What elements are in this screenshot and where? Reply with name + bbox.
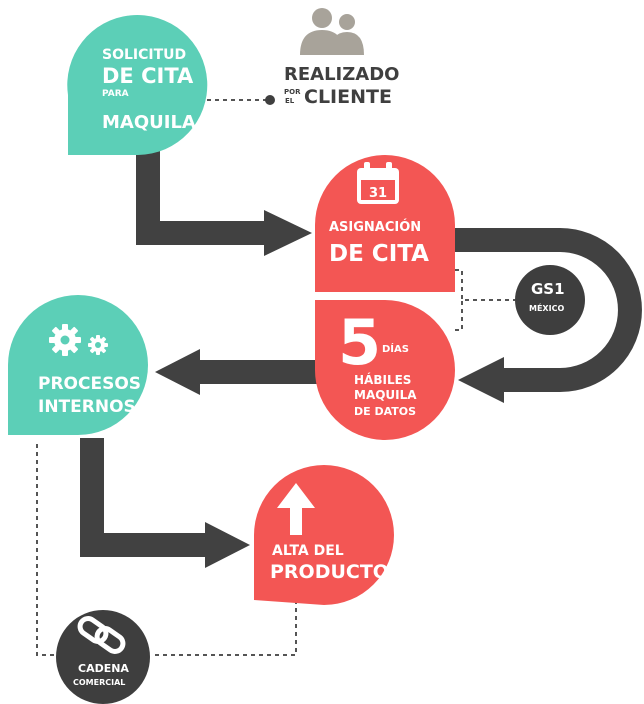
people-icon <box>300 8 364 55</box>
cadena-line2: COMERCIAL <box>73 678 126 687</box>
solicitud-line3: PARA <box>102 89 129 99</box>
dias-line2: HÁBILES <box>354 373 412 387</box>
dotted-connectors <box>36 99 515 656</box>
solicitud-shape <box>67 15 208 155</box>
dias-line4: DE DATOS <box>354 405 417 418</box>
arrowhead-procesos <box>155 349 200 395</box>
chain-link-icon <box>77 616 126 654</box>
dias-line3: MAQUILA <box>354 388 417 402</box>
dias-line1: DÍAS <box>382 344 409 355</box>
asignacion-line2: DE CITA <box>329 241 429 267</box>
procesos-shape <box>8 295 148 435</box>
solicitud-line2: DE CITA <box>102 64 194 88</box>
realizado-cliente: CLIENTE <box>304 86 392 108</box>
cadena-line1: CADENA <box>78 662 129 675</box>
dias-shape <box>315 300 455 440</box>
arrowhead-alta <box>205 522 250 568</box>
gs1-line2: MÉXICO <box>529 304 565 313</box>
connector-alta-cadena <box>152 600 297 656</box>
cadena-circle <box>56 610 150 704</box>
flow-arrows <box>80 148 642 568</box>
arrow-asignacion-dias <box>450 228 642 392</box>
gears-icon <box>49 324 108 356</box>
alta-line1: ALTA DEL <box>272 543 344 559</box>
connector-dias-gs1 <box>455 300 463 331</box>
asignacion-shape <box>315 155 455 292</box>
arrowhead-dias <box>458 357 504 403</box>
solicitud-line1: SOLICITUD <box>102 47 187 63</box>
connector-procesos-cadena <box>36 444 62 656</box>
arrowhead-asignacion <box>264 210 312 256</box>
connector-asignacion-gs1 <box>455 269 515 301</box>
alta-shape <box>254 465 394 605</box>
realizado-line1: REALIZADO <box>284 64 400 85</box>
alta-line2: PRODUCTO <box>270 561 389 583</box>
arrow-procesos-alta <box>80 438 212 557</box>
dias-number: 5 <box>338 306 382 379</box>
gs1-circle <box>515 265 585 335</box>
solicitud-line4: MAQUILA <box>102 112 196 133</box>
calendar-icon <box>357 162 399 204</box>
arrow-solicitud-asignacion <box>136 148 272 245</box>
calendar-day: 31 <box>369 186 387 201</box>
procesos-line2: INTERNOS <box>38 397 136 417</box>
connector-dot <box>265 95 275 105</box>
gs1-line1: GS1 <box>531 280 565 298</box>
procesos-line1: PROCESOS <box>38 374 142 394</box>
realizado-el: EL <box>285 97 295 105</box>
realizado-por: POR <box>284 88 301 96</box>
arrow-up-icon <box>277 483 315 535</box>
asignacion-line1: ASIGNACIÓN <box>329 220 422 235</box>
